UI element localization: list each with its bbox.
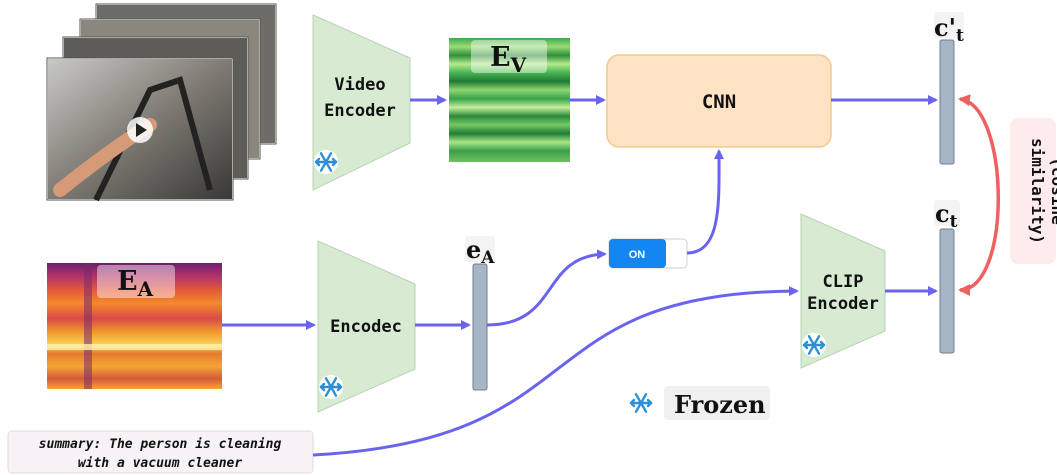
c-t-embedding-bar (939, 228, 955, 354)
frozen-snowflake-icon (800, 331, 828, 359)
frozen-snowflake-icon (317, 373, 345, 401)
cnn-label: CNN (702, 91, 736, 113)
video-encoder-label-2: Encoder (324, 101, 396, 121)
video-encoder-block (312, 14, 411, 191)
clip-encoder-block (800, 213, 886, 369)
connector-arrows (222, 95, 938, 457)
audio-toggle-switch[interactable]: ON (608, 238, 688, 269)
ea-small-label: eA (466, 235, 495, 268)
ea-label: EA (117, 266, 154, 301)
ea-embedding-bar (472, 263, 488, 391)
video-encoder-label-1: Video (334, 75, 385, 95)
toggle-on-label: ON (629, 249, 646, 261)
ev-feature-map (449, 38, 570, 162)
ev-label: EV (490, 42, 527, 77)
encodec-block (317, 240, 416, 413)
ea-spectrogram (47, 263, 222, 389)
frozen-snowflake-icon (312, 148, 340, 176)
cosine-label-1: (cosine (1048, 157, 1057, 224)
summary-text-box (7, 430, 314, 474)
encodec-label: Encodec (330, 317, 402, 337)
c-t-label: ct (935, 199, 958, 232)
c-prime-t-label: c't (934, 13, 964, 46)
clip-encoder-label-1: CLIP (823, 272, 864, 292)
clip-encoder-label-2: Encoder (807, 294, 879, 314)
legend-snowflake-icon (627, 389, 655, 417)
legend-frozen-label: Frozen (674, 390, 766, 419)
cosine-label-2: similarity) (1028, 138, 1047, 244)
video-frames-stack (46, 3, 277, 202)
similarity-arrow (958, 94, 1000, 296)
c-prime-t-embedding-bar (939, 39, 955, 165)
summary-line-1: summary: The person is cleaning (39, 437, 282, 452)
summary-line-2: with a vacuum cleaner (78, 456, 243, 471)
